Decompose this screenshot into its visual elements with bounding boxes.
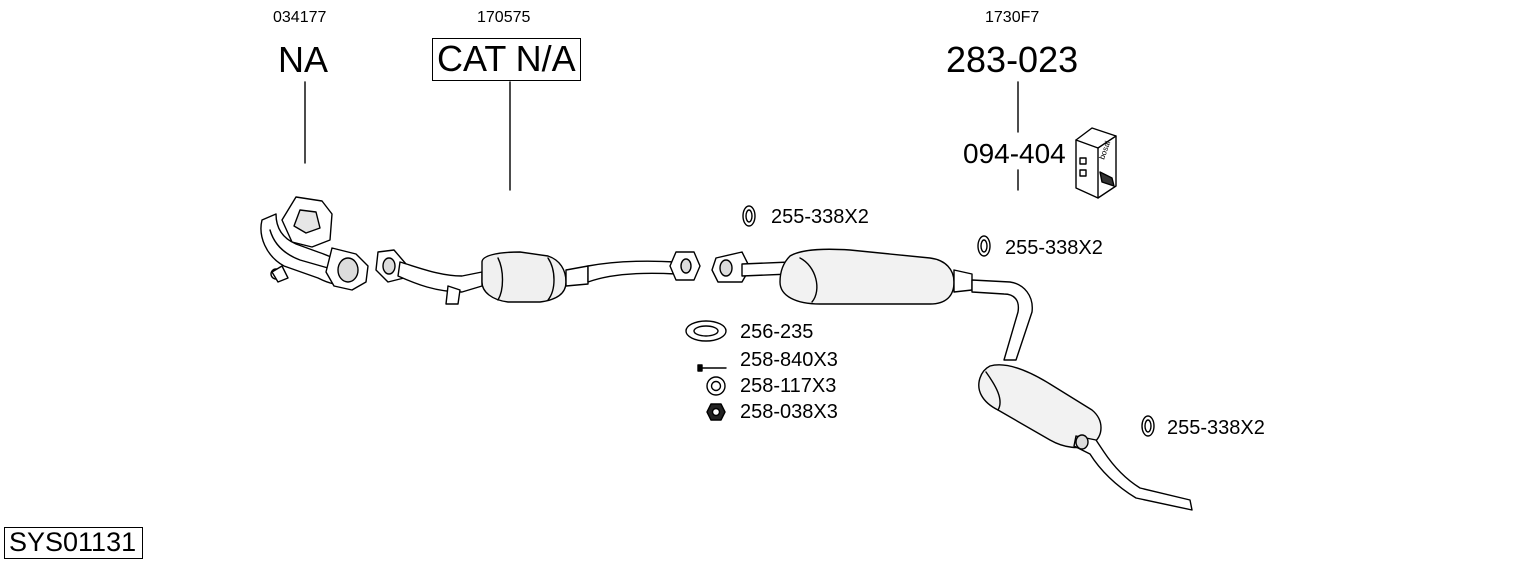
- group-ref: 1730F7: [985, 9, 1040, 26]
- spring-washer-icon: [706, 376, 726, 396]
- part-label: 255-338X2: [771, 206, 869, 228]
- part-label: 256-235: [740, 321, 814, 343]
- kit-label: 094-404: [963, 138, 1066, 169]
- part-label: 255-338X2: [1005, 237, 1103, 259]
- group-ref: 034177: [273, 9, 327, 26]
- rear-silencer-part: [978, 364, 1193, 511]
- group-label: 283-023: [946, 39, 1079, 80]
- part-label: 258-038X3: [740, 401, 838, 423]
- group-ref: 170575: [477, 9, 531, 26]
- part-label: 258-117X3: [740, 375, 837, 397]
- ring-gasket-icon-1: [742, 205, 756, 227]
- catalytic-converter-part: [375, 249, 701, 305]
- part-label: 255-338X2: [1167, 417, 1265, 439]
- diagram-id-label: SYS01131: [4, 527, 144, 559]
- flat-gasket-icon: [685, 320, 727, 342]
- centre-silencer-part: [711, 248, 1033, 361]
- group-label-boxed: CAT N/A: [432, 38, 581, 81]
- group-label: NA: [278, 39, 329, 80]
- bolt-icon: [697, 364, 727, 372]
- ring-gasket-icon-2: [977, 235, 991, 257]
- ring-gasket-icon-3: [1141, 415, 1155, 437]
- bosal-box-icon: [1075, 127, 1117, 199]
- nut-icon: [706, 403, 726, 421]
- front-pipe-part: [260, 196, 369, 291]
- part-label: 258-840X3: [740, 349, 838, 371]
